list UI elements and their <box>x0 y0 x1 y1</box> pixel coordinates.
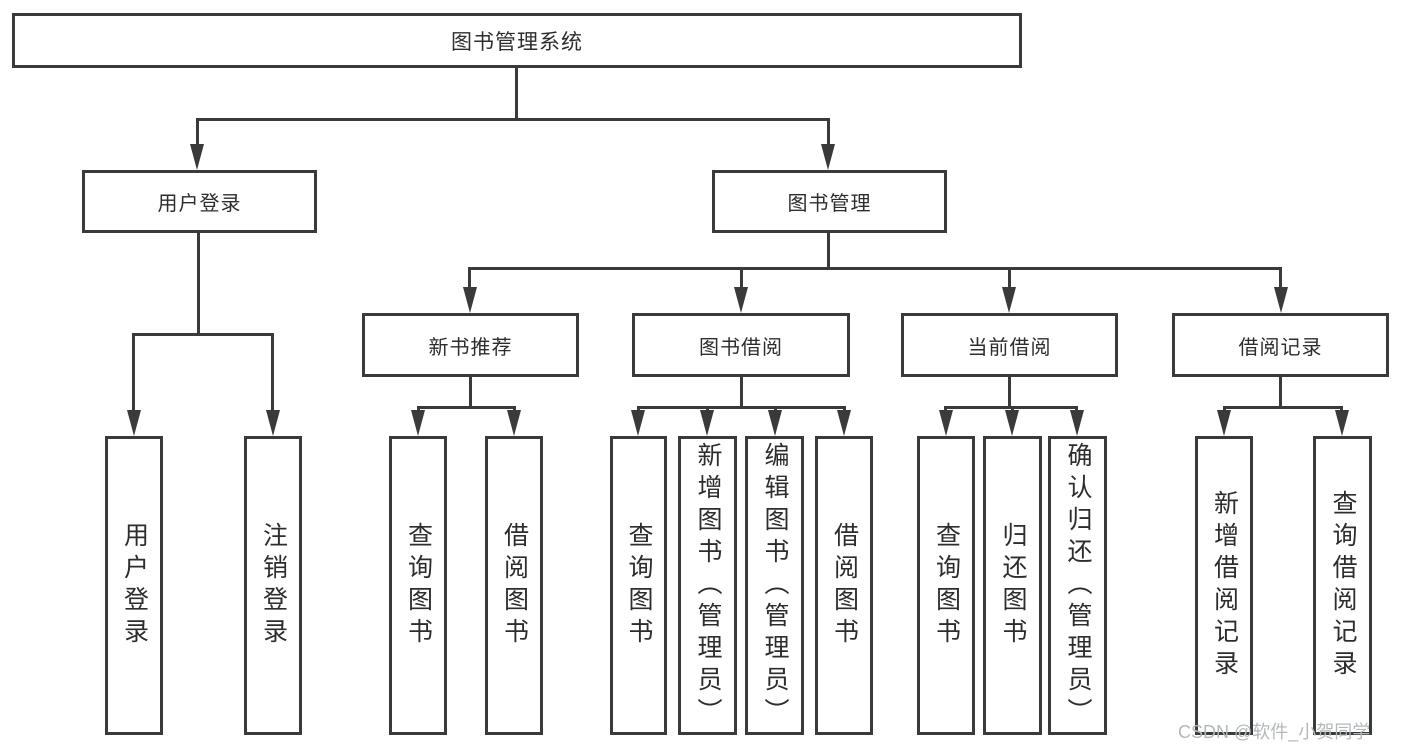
leaf-logout: 注销登录 <box>244 436 302 735</box>
connector-line <box>1008 376 1011 408</box>
leaf-query-book-1: 查询图书 <box>389 436 447 735</box>
leaf-user-login-label: 用户登录 <box>120 521 149 650</box>
node-current-borrow: 当前借阅 <box>901 313 1118 377</box>
arrow-down-icon <box>700 410 714 436</box>
leaf-confirm-return-admin: 确认归还（管理员） <box>1048 436 1107 735</box>
leaf-confirm-return-admin-label: 确认归还（管理员） <box>1064 441 1092 730</box>
connector-line <box>132 333 135 413</box>
leaf-query-book-2: 查询图书 <box>610 436 667 735</box>
connector-line <box>132 333 274 336</box>
connector-line <box>468 267 1282 270</box>
arrow-down-icon <box>266 410 280 436</box>
leaf-query-book-3: 查询图书 <box>917 436 975 735</box>
arrow-down-icon <box>837 410 851 436</box>
node-book-borrow-label: 图书借阅 <box>699 336 783 359</box>
connector-line <box>827 232 830 269</box>
connector-line <box>1223 406 1343 409</box>
leaf-borrow-book-1-label: 借阅图书 <box>500 521 529 650</box>
arrow-down-icon <box>1005 410 1019 436</box>
node-library-system: 图书管理系统 <box>12 13 1022 68</box>
connector-line <box>1279 376 1282 408</box>
leaf-return-book-label: 归还图书 <box>999 521 1027 650</box>
leaf-return-book: 归还图书 <box>983 436 1042 735</box>
connector-line <box>637 406 846 409</box>
leaf-logout-label: 注销登录 <box>259 521 288 650</box>
node-book-borrow: 图书借阅 <box>632 313 850 377</box>
arrow-down-icon <box>1274 287 1288 313</box>
leaf-edit-book-admin-label: 编辑图书（管理员） <box>761 441 789 730</box>
leaf-query-borrow-record: 查询借阅记录 <box>1313 436 1372 735</box>
connector-line <box>197 232 200 335</box>
arrow-down-icon <box>821 144 835 170</box>
node-borrow-records-label: 借阅记录 <box>1238 336 1323 359</box>
node-book-management-label: 图书管理 <box>787 193 872 215</box>
arrow-down-icon <box>411 410 425 436</box>
leaf-add-book-admin: 新增图书（管理员） <box>678 436 737 735</box>
arrow-down-icon <box>1335 410 1349 436</box>
leaf-borrow-book-1: 借阅图书 <box>485 436 543 735</box>
connector-line <box>740 376 743 408</box>
node-new-book-recommend-label: 新书推荐 <box>428 336 513 359</box>
connector-line <box>1279 267 1282 291</box>
leaf-query-book-1-label: 查询图书 <box>404 521 433 650</box>
node-borrow-records: 借阅记录 <box>1172 313 1389 377</box>
connector-line <box>271 333 274 413</box>
arrow-down-icon <box>463 287 477 313</box>
arrow-down-icon <box>1002 287 1016 313</box>
connector-line <box>196 118 199 148</box>
arrow-down-icon <box>939 410 953 436</box>
connector-line <box>469 376 472 408</box>
connector-line <box>515 67 518 120</box>
leaf-query-borrow-record-label: 查询借阅记录 <box>1329 489 1357 682</box>
node-current-borrow-label: 当前借阅 <box>967 336 1052 359</box>
leaf-user-login: 用户登录 <box>105 436 163 735</box>
arrow-down-icon <box>190 144 204 170</box>
connector-line <box>1008 267 1011 291</box>
connector-line <box>196 118 830 121</box>
connector-line <box>468 267 471 291</box>
leaf-borrow-book-2: 借阅图书 <box>815 436 873 735</box>
arrow-down-icon <box>768 410 782 436</box>
arrow-down-icon <box>1070 410 1084 436</box>
arrow-down-icon <box>507 410 521 436</box>
leaf-add-borrow-record: 新增借阅记录 <box>1195 436 1253 735</box>
leaf-borrow-book-2-label: 借阅图书 <box>830 521 859 650</box>
node-new-book-recommend: 新书推荐 <box>362 313 579 377</box>
arrow-down-icon <box>734 287 748 313</box>
connector-line <box>827 118 830 148</box>
arrow-down-icon <box>1217 410 1231 436</box>
node-user-login: 用户登录 <box>82 170 317 233</box>
watermark: CSDN @软件_小贺同学 <box>1178 722 1371 742</box>
leaf-add-book-admin-label: 新增图书（管理员） <box>694 441 722 730</box>
connector-line <box>740 267 743 291</box>
leaf-add-borrow-record-label: 新增借阅记录 <box>1210 489 1239 682</box>
arrow-down-icon <box>631 410 645 436</box>
node-library-system-label: 图书管理系统 <box>451 30 583 54</box>
leaf-edit-book-admin: 编辑图书（管理员） <box>745 436 804 735</box>
node-book-management: 图书管理 <box>712 170 947 233</box>
connector-line <box>417 406 516 409</box>
leaf-query-book-3-label: 查询图书 <box>932 521 961 650</box>
arrow-down-icon <box>127 410 141 436</box>
leaf-query-book-2-label: 查询图书 <box>625 521 653 650</box>
node-user-login-label: 用户登录 <box>157 193 242 215</box>
